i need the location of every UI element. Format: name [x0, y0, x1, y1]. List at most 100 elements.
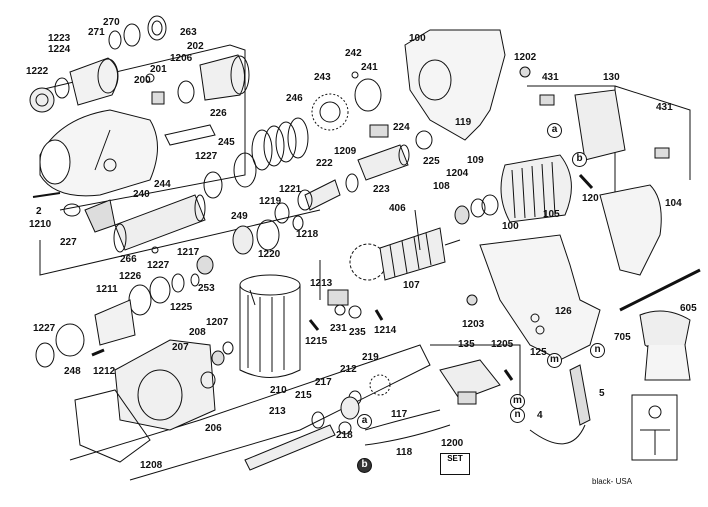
label-218: 218 [336, 430, 353, 441]
label-1220: 1220 [258, 249, 281, 260]
part-248 [35, 342, 55, 368]
part-253 [190, 273, 200, 287]
usa-wiring-note: black- USA [592, 477, 633, 486]
label-107: 107 [403, 280, 420, 291]
label-100-top: 100 [409, 33, 426, 44]
label-224: 224 [393, 122, 410, 133]
part-130 [574, 89, 626, 161]
part-1210 [63, 203, 81, 217]
label-1212: 1212 [93, 366, 116, 377]
label-248: 248 [64, 366, 81, 377]
part-108 [454, 205, 470, 225]
part-244 [114, 194, 206, 251]
label-249: 249 [231, 211, 248, 222]
label-108: 108 [433, 181, 450, 192]
label-1214: 1214 [374, 325, 397, 336]
callout-b-bottom: b [357, 458, 372, 473]
label-1203: 1203 [462, 319, 485, 330]
label-4: 4 [537, 410, 543, 421]
callout-m-cable: m [547, 353, 562, 368]
label-227: 227 [60, 237, 77, 248]
label-1222: 1222 [26, 66, 49, 77]
part-1207 [222, 341, 234, 355]
label-244: 244 [154, 179, 171, 190]
part-120 [578, 173, 594, 190]
label-431-left: 431 [542, 72, 559, 83]
label-241: 241 [361, 62, 378, 73]
part-1225 [171, 273, 185, 293]
part-206 [114, 339, 216, 431]
part-249 [232, 225, 254, 255]
part-246-rings [251, 117, 309, 171]
label-1223: 1223 [48, 33, 71, 44]
label-1219: 1219 [259, 196, 282, 207]
part-201 [145, 73, 155, 83]
part-242 [351, 71, 359, 79]
label-1204: 1204 [446, 168, 469, 179]
part-224 [369, 124, 389, 138]
wiring-schematic [631, 394, 678, 461]
part-1223 [69, 57, 119, 106]
label-210: 210 [270, 385, 287, 396]
part-2 [32, 192, 61, 198]
label-1207: 1207 [206, 317, 229, 328]
part-5 [569, 364, 591, 426]
callout-m-switch: m [510, 394, 525, 409]
label-125: 125 [530, 347, 547, 358]
label-1209: 1209 [334, 146, 357, 157]
label-253: 253 [198, 283, 215, 294]
label-202: 202 [187, 41, 204, 52]
part-1218 [292, 215, 304, 231]
label-231: 231 [330, 323, 347, 334]
part-223 [357, 144, 409, 181]
frame-right-brush [614, 85, 691, 180]
part-135 [439, 359, 501, 401]
part-4 [529, 424, 586, 445]
label-1217: 1217 [177, 247, 200, 258]
label-243: 243 [314, 72, 331, 83]
label-1208: 1208 [140, 460, 163, 471]
part-222 [304, 179, 341, 211]
part-125 [535, 325, 545, 335]
part-1205 [503, 369, 514, 381]
label-240: 240 [133, 189, 150, 200]
label-1210: 1210 [29, 219, 52, 230]
label-263: 263 [180, 27, 197, 38]
part-235 [348, 305, 362, 319]
label-223: 223 [373, 184, 390, 195]
set-box-label: SET [447, 454, 463, 463]
label-126: 126 [555, 306, 572, 317]
part-241 [354, 78, 382, 112]
part-210 [239, 274, 301, 378]
label-206: 206 [205, 423, 222, 434]
label-109: 109 [467, 155, 484, 166]
label-1200: 1200 [441, 438, 464, 449]
label-1224: 1224 [48, 44, 71, 55]
part-1220 [256, 219, 280, 251]
part-1217 [196, 255, 214, 275]
part-1226 [128, 284, 152, 316]
label-431-right: 431 [656, 102, 673, 113]
part-200 [151, 91, 165, 105]
frame-top-left [39, 44, 246, 211]
part-207 [200, 371, 216, 389]
part-1215 [308, 319, 320, 331]
part-231 [334, 304, 346, 316]
label-271: 271 [88, 27, 105, 38]
part-1227-low [55, 323, 85, 357]
part-1227-mid [149, 276, 171, 304]
part-1202 [519, 66, 531, 78]
part-1214 [374, 309, 384, 321]
label-1221: 1221 [279, 184, 302, 195]
label-1218: 1218 [296, 229, 319, 240]
label-100-lower: 100 [502, 221, 519, 232]
part-1222 [29, 87, 55, 113]
label-705: 705 [614, 332, 631, 343]
callout-b-top: b [572, 152, 587, 167]
label-1215: 1215 [305, 336, 328, 347]
label-119: 119 [455, 117, 472, 128]
part-105 [500, 154, 572, 223]
part-212 [340, 396, 360, 420]
part-605 [619, 268, 701, 312]
